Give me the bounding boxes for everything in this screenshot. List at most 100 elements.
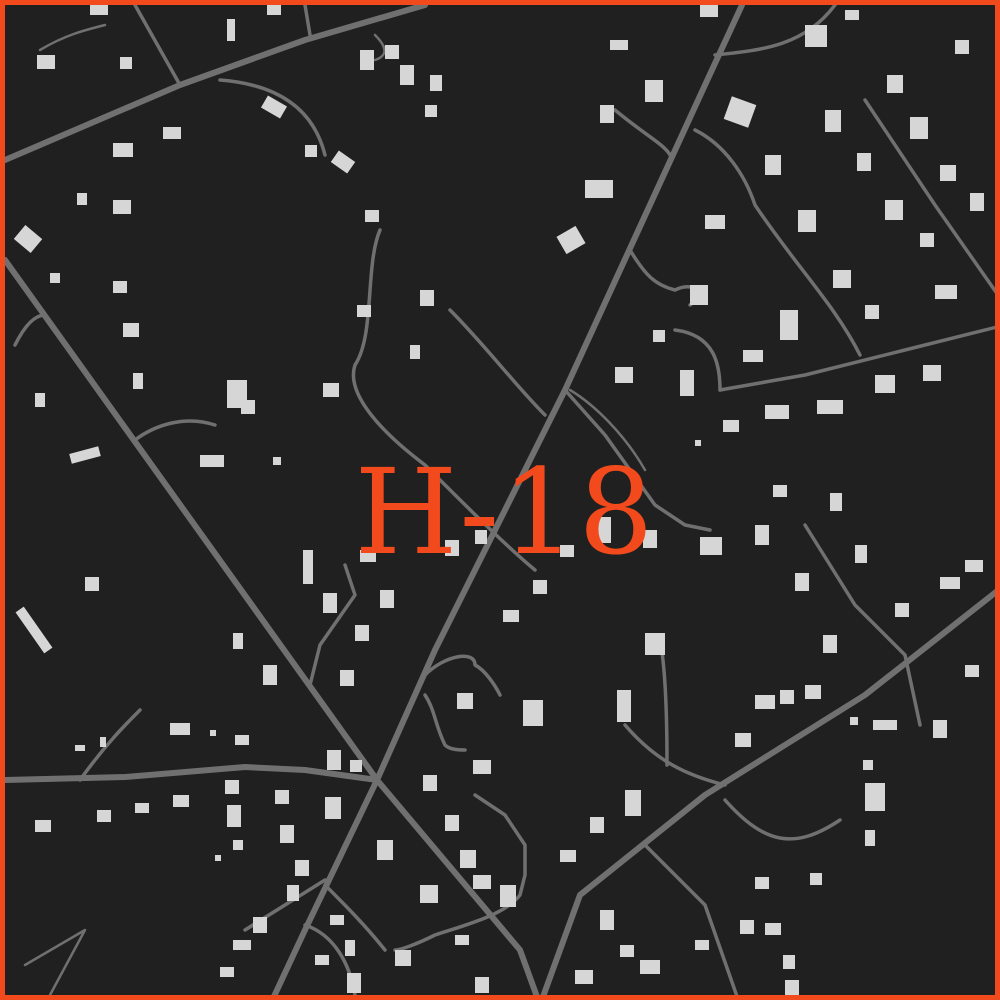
- road: [38, 23, 107, 52]
- building: [347, 973, 361, 993]
- building: [523, 700, 543, 726]
- building: [833, 270, 851, 288]
- building: [241, 400, 255, 414]
- building: [260, 95, 288, 119]
- building: [460, 850, 476, 868]
- building: [970, 193, 984, 211]
- road: [271, 5, 745, 995]
- building: [77, 193, 87, 205]
- building: [615, 367, 633, 383]
- building: [263, 665, 277, 685]
- building: [135, 803, 149, 813]
- building: [755, 695, 775, 709]
- building: [965, 560, 983, 572]
- building: [163, 127, 181, 139]
- road: [133, 5, 182, 87]
- building: [365, 210, 379, 222]
- street-map: [5, 5, 995, 995]
- building: [873, 720, 897, 730]
- building: [305, 145, 317, 157]
- building: [610, 40, 628, 50]
- building: [805, 685, 821, 699]
- building: [287, 885, 299, 901]
- building: [323, 593, 337, 613]
- building: [863, 760, 873, 770]
- road: [693, 128, 862, 357]
- building: [590, 817, 604, 833]
- building: [330, 150, 356, 174]
- road: [643, 843, 739, 995]
- building: [940, 165, 956, 181]
- building: [253, 917, 267, 933]
- building: [723, 420, 739, 432]
- building: [743, 350, 763, 362]
- building: [69, 446, 101, 464]
- building: [123, 323, 139, 337]
- building: [940, 577, 960, 589]
- road: [23, 928, 87, 995]
- building: [170, 723, 190, 735]
- building: [695, 940, 709, 950]
- road: [623, 723, 727, 787]
- road: [5, 764, 380, 783]
- road: [351, 228, 537, 572]
- building: [560, 545, 574, 557]
- building: [445, 815, 459, 831]
- building: [100, 737, 106, 747]
- building: [805, 25, 827, 47]
- building: [865, 783, 885, 811]
- building: [323, 383, 339, 397]
- building: [325, 797, 341, 819]
- road: [723, 798, 842, 841]
- building: [875, 375, 895, 393]
- building: [35, 393, 45, 407]
- building: [620, 945, 634, 957]
- building: [475, 977, 489, 993]
- building: [423, 775, 437, 791]
- building: [395, 950, 411, 966]
- building: [923, 365, 941, 381]
- building: [845, 10, 859, 20]
- building: [235, 735, 249, 745]
- building: [267, 5, 281, 15]
- building: [380, 590, 394, 608]
- building: [295, 860, 309, 876]
- building: [233, 940, 251, 950]
- road: [5, 5, 428, 163]
- building: [600, 105, 614, 123]
- building: [473, 875, 491, 889]
- building: [273, 457, 281, 465]
- building: [705, 215, 725, 229]
- building: [225, 780, 239, 794]
- building: [755, 525, 769, 545]
- road: [218, 78, 327, 157]
- building: [420, 290, 434, 306]
- building: [810, 873, 822, 885]
- building: [35, 820, 51, 832]
- building: [357, 305, 371, 317]
- building: [455, 935, 469, 945]
- building: [280, 825, 294, 843]
- building: [780, 690, 794, 704]
- building: [825, 110, 841, 132]
- road: [673, 328, 722, 392]
- building: [350, 760, 362, 772]
- building: [75, 745, 85, 751]
- building: [473, 760, 491, 774]
- building: [723, 96, 757, 128]
- road: [568, 388, 647, 472]
- building: [865, 830, 875, 846]
- buildings: [13, 5, 984, 995]
- road: [373, 33, 386, 62]
- building: [215, 855, 221, 861]
- building: [645, 633, 665, 655]
- building: [617, 690, 631, 722]
- building: [556, 225, 586, 255]
- building: [823, 635, 837, 653]
- building: [780, 310, 798, 340]
- building: [340, 670, 354, 686]
- building: [500, 885, 516, 907]
- building: [210, 730, 216, 736]
- building: [315, 955, 329, 965]
- building: [855, 545, 867, 563]
